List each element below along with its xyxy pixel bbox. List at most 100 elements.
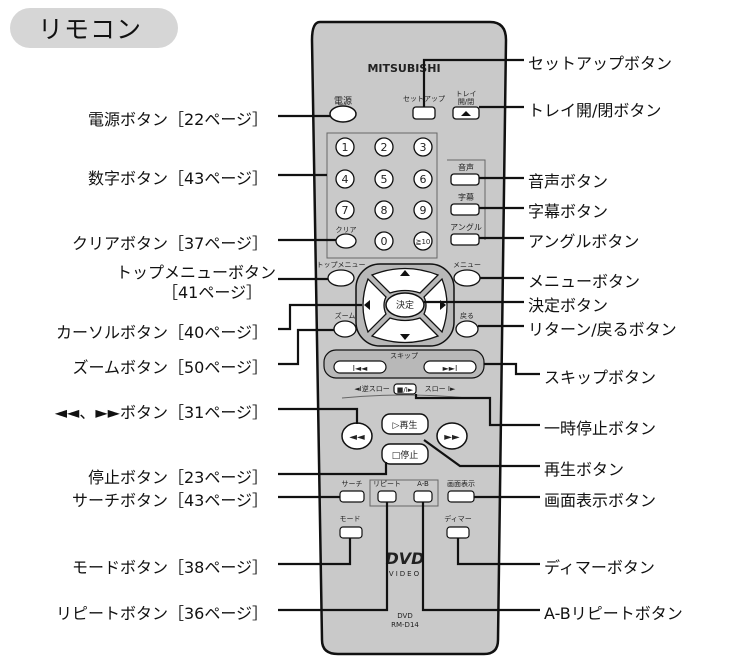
num-key-0 <box>374 231 394 251</box>
label-topmenu-page: ［41ページ］ <box>162 283 263 302</box>
page-title: リモコン <box>38 15 143 44</box>
num-label-5: 5 <box>381 173 388 186</box>
label-audio: 音声ボタン <box>528 172 609 191</box>
label-cursor: カーソルボタン［40ページ］ <box>55 323 268 342</box>
cursor-down-button[interactable] <box>370 317 440 344</box>
enter-key-label: 決定 <box>396 299 414 311</box>
number-keys: 1 2 3 4 5 6 7 8 9 0 ≧10 <box>335 137 433 251</box>
label-search: サーチボタン［43ページ］ <box>71 491 268 510</box>
num-label-4: 4 <box>342 173 349 186</box>
label-menu: メニューボタン <box>528 272 641 291</box>
power-button[interactable] <box>329 105 357 123</box>
label-angle: アングルボタン <box>528 232 640 251</box>
leader-dimmer <box>456 538 540 566</box>
leader-ab <box>421 502 540 612</box>
label-ab: A-Bリピートボタン <box>544 604 683 623</box>
tray-key-label-1: トレイ <box>456 90 477 98</box>
label-repeat: リピートボタン［36ページ］ <box>55 604 268 623</box>
label-clear: クリアボタン［37ページ］ <box>71 234 268 253</box>
num-label-1: 1 <box>342 141 349 154</box>
fast-forward-button[interactable] <box>436 422 468 450</box>
skip-forward-icon: ►►I <box>443 364 458 373</box>
slow-rev-label: ◄I逆スロー <box>354 384 389 393</box>
clear-button[interactable] <box>335 233 357 249</box>
left-arrow-icon <box>364 300 370 310</box>
tray-key-label-2: 開/閉 <box>458 98 474 106</box>
num-key-7 <box>335 200 355 220</box>
label-return: リターン/戻るボタン <box>528 320 677 339</box>
eject-icon <box>461 111 471 116</box>
leader-play <box>423 439 540 468</box>
play-key-label: ▷再生 <box>393 419 418 431</box>
num-label-10: ≧10 <box>416 238 431 246</box>
pause-icon: ■/I► <box>397 386 414 394</box>
label-numbers: 数字ボタン［43ページ］ <box>87 169 268 188</box>
num-label-0: 0 <box>381 235 388 248</box>
leader-zoom <box>278 328 334 366</box>
leader-pause <box>414 394 540 427</box>
angle-key-label: アングル <box>450 222 482 232</box>
play-button[interactable] <box>381 413 429 435</box>
menu-button[interactable] <box>453 269 481 287</box>
return-key-label: 戻る <box>460 311 474 320</box>
mode-button[interactable] <box>339 526 363 539</box>
topmenu-button[interactable] <box>327 269 355 287</box>
label-display: 画面表示ボタン <box>544 491 657 510</box>
label-pause: 一時停止ボタン <box>544 419 657 438</box>
power-key-label: 電源 <box>334 96 352 107</box>
label-skip: スキップボタン <box>544 368 657 387</box>
num-key-5 <box>374 169 394 189</box>
label-topmenu: トップメニューボタン <box>115 263 276 282</box>
label-setup: セットアップボタン <box>528 54 673 73</box>
pause-button[interactable] <box>393 383 417 395</box>
num-label-2: 2 <box>381 141 388 154</box>
return-button[interactable] <box>455 320 479 338</box>
label-mode: モードボタン［38ページ］ <box>71 558 268 577</box>
angle-button[interactable] <box>450 233 480 246</box>
title-badge <box>10 8 178 48</box>
audio-button[interactable] <box>450 173 480 186</box>
clear-key-label: クリア <box>336 226 357 234</box>
cursor-up-button[interactable] <box>370 267 440 294</box>
cursor-right-button[interactable] <box>423 277 448 334</box>
num-key-4 <box>335 169 355 189</box>
zoom-button[interactable] <box>333 320 357 338</box>
slow-fwd-label: スロー I► <box>425 385 456 393</box>
num-label-6: 6 <box>420 173 427 186</box>
up-arrow-icon <box>400 270 410 276</box>
leader-repeat <box>278 502 389 612</box>
enter-button[interactable] <box>385 292 425 318</box>
skip-back-icon: I◄◄ <box>353 364 369 373</box>
label-rewind-ff: ◄◄、►►ボタン［31ページ］ <box>54 403 268 422</box>
label-subtitle: 字幕ボタン <box>528 202 609 221</box>
num-key-1 <box>335 137 355 157</box>
leader-cursor <box>278 303 362 331</box>
transport-frame <box>341 394 469 399</box>
video-logo: VIDEO <box>389 570 421 578</box>
skip-forward-button[interactable] <box>423 360 477 374</box>
stop-button[interactable] <box>381 443 429 465</box>
dimmer-key-label: ディマー <box>444 514 472 523</box>
cursor-left-button[interactable] <box>362 277 387 334</box>
dimmer-button[interactable] <box>446 526 470 539</box>
display-button[interactable] <box>447 490 475 503</box>
zoom-key-label: ズーム <box>335 311 356 320</box>
repeat-button[interactable] <box>377 490 397 503</box>
model-line-2: RM-D14 <box>391 621 419 629</box>
num-key-10 <box>413 231 433 251</box>
ab-repeat-button[interactable] <box>413 490 433 503</box>
subtitle-button[interactable] <box>450 203 480 216</box>
display-key-label: 画面表示 <box>447 479 475 488</box>
num-key-6 <box>413 169 433 189</box>
num-key-3 <box>413 137 433 157</box>
search-button[interactable] <box>339 490 365 503</box>
skip-back-button[interactable] <box>333 360 387 374</box>
topmenu-key-label: トップメニュー <box>317 261 366 269</box>
down-arrow-icon <box>400 334 410 340</box>
leader-rewind <box>278 407 359 424</box>
setup-button[interactable] <box>412 106 436 120</box>
menu-key-label: メニュー <box>453 261 481 269</box>
num-label-7: 7 <box>342 204 349 217</box>
label-power: 電源ボタン［22ページ］ <box>87 110 268 129</box>
